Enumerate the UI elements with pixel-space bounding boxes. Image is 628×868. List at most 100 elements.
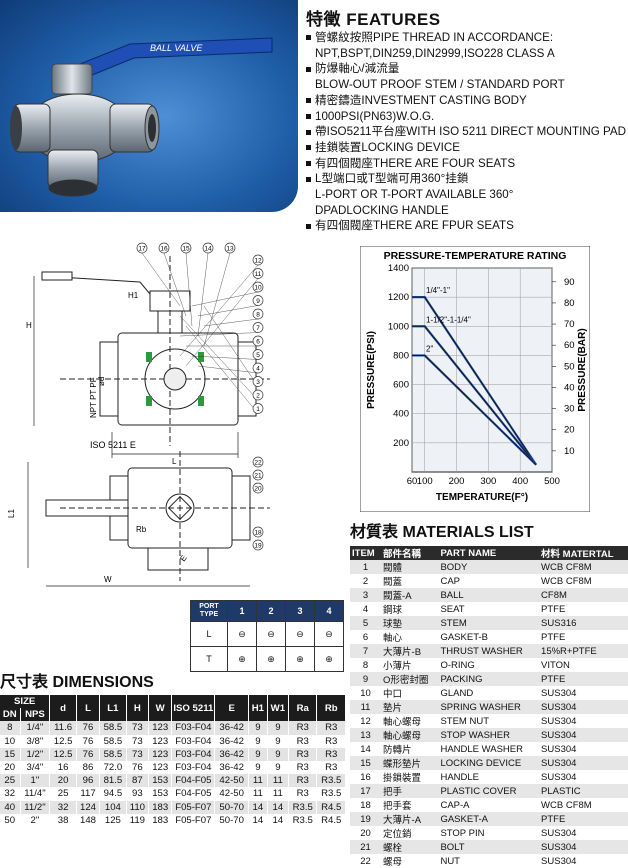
dim-cell: 76 — [76, 721, 101, 735]
dim-label-d: ød — [97, 377, 106, 386]
item-number: 21 — [350, 840, 382, 854]
dim-cell: 14 — [267, 813, 290, 827]
x-tick-label: 300 — [480, 476, 496, 487]
dim-cell: F05-F07 — [171, 813, 216, 827]
dim-cell: R3 — [288, 787, 318, 801]
feature-text: DPADLOCKING HANDLE — [315, 203, 449, 217]
callout-21: 21 — [252, 469, 264, 481]
callout-8: 8 — [203, 308, 264, 327]
feature-item: NPT,BSPT,DIN259,DIN2999,ISO228 CLASS A — [306, 46, 628, 62]
materials-title: 材質表 MATERIALS LIST — [350, 524, 534, 541]
dim-cell: 72.0 — [99, 760, 127, 775]
chart-title: PRESSURE-TEMPERATURE RATING — [384, 250, 567, 262]
material: SUS304 — [539, 714, 628, 728]
callout-4: 4 — [197, 362, 264, 374]
part-name: SPRING WASHER — [438, 700, 540, 714]
plot-area — [411, 267, 553, 473]
port-header-1: 1 — [227, 600, 257, 622]
materials-header-part: PART NAME — [438, 546, 540, 560]
dim-cell: 148 — [76, 813, 101, 827]
dim-cell: 153 — [148, 787, 173, 801]
svg-text:8: 8 — [256, 312, 260, 319]
part-name-cn: 大薄片-A — [381, 812, 439, 826]
dim-cell: 125 — [99, 813, 127, 827]
svg-text:20: 20 — [254, 486, 262, 493]
dim-cell: F03-F04 — [171, 721, 216, 735]
part-name: NUT — [438, 854, 540, 868]
material: SUS316 — [539, 616, 628, 630]
svg-text:9: 9 — [256, 298, 260, 305]
callout-2: 2 — [179, 315, 264, 401]
material: PTFE — [539, 602, 628, 616]
part-name-cn: 閥體 — [381, 560, 439, 574]
callout-12: 12 — [179, 254, 264, 357]
feature-item: 挂鎖裝置LOCKING DEVICE — [306, 140, 628, 156]
svg-text:18: 18 — [254, 530, 262, 537]
dim-cell: 119 — [126, 813, 150, 827]
svg-text:16: 16 — [160, 246, 168, 253]
port-row-l: L ⊖⊖ ⊖⊖ — [190, 621, 344, 647]
dim-cell: 12.5 — [49, 734, 77, 748]
dim-label-h: H — [26, 321, 32, 330]
dim-cell: 123 — [148, 747, 173, 761]
part-name-cn: 軸心螺母 — [381, 714, 439, 728]
dim-header-h: H — [126, 695, 150, 722]
svg-text:5: 5 — [256, 352, 260, 359]
dim-label-rb: Rb — [136, 525, 147, 534]
dim-cell: 124 — [76, 800, 101, 814]
material: WCB CF8M — [539, 574, 628, 588]
port-header-4: 4 — [314, 600, 344, 622]
dim-cell: 10 — [0, 734, 21, 748]
dim-cell: 1/4" — [20, 721, 51, 735]
part-name: STOP PIN — [438, 826, 540, 840]
dim-header-rb: Rb — [316, 695, 346, 722]
dim-cell: 25 — [0, 774, 21, 788]
item-number: 10 — [350, 686, 382, 700]
feature-text: 有四個閥座THERE ARE FOUR SEATS — [315, 156, 516, 170]
material: PTFE — [539, 672, 628, 686]
material: SUS304 — [539, 840, 628, 854]
dim-cell: 11/4" — [20, 787, 51, 801]
dim-cell: 76 — [76, 734, 101, 748]
svg-text:21: 21 — [254, 473, 262, 480]
dim-cell: 36-42 — [214, 734, 250, 748]
dim-cell: 1/2" — [20, 747, 51, 761]
item-number: 16 — [350, 770, 382, 784]
svg-text:3: 3 — [256, 379, 260, 386]
dim-cell: 117 — [76, 787, 101, 801]
dim-cell: 20 — [49, 774, 77, 788]
dim-cell: 11 — [267, 787, 290, 801]
dim-cell: 12.5 — [49, 747, 77, 761]
dim-header-e: E — [214, 695, 250, 722]
svg-text:15: 15 — [182, 246, 190, 253]
dim-cell: 96 — [76, 774, 101, 788]
dim-cell: 38 — [49, 813, 77, 827]
series-outline-0 — [412, 296, 537, 465]
port-row-t: T ⊕⊕ ⊕⊕ — [190, 646, 344, 672]
part-name-cn: 防轉片 — [381, 742, 439, 756]
part-name: HANDLE — [438, 770, 540, 784]
feature-text: BLOW-OUT PROOF STEM / STANDARD PORT — [315, 78, 565, 92]
part-name: PACKING — [438, 672, 540, 686]
dim-header-h1: H1 — [248, 695, 268, 722]
dim-cell: 11 — [248, 774, 268, 788]
feature-text: 精密鑄造INVESTMENT CASTING BODY — [315, 93, 527, 107]
dim-cell: 11 — [267, 774, 290, 788]
part-name-cn: 墊片 — [381, 700, 439, 714]
dim-label-h1: H1 — [128, 291, 139, 300]
